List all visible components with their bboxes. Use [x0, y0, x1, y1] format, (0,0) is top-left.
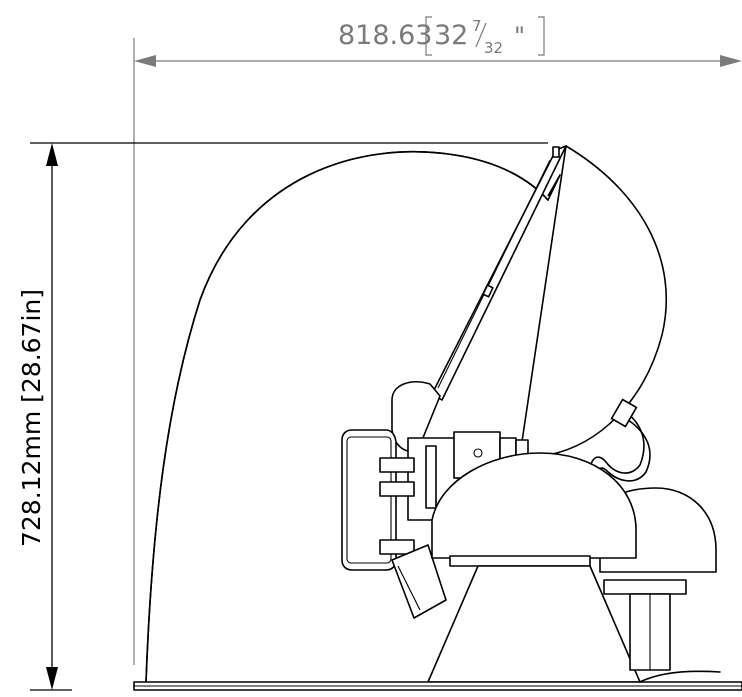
height-arrow-top: [46, 143, 58, 166]
base-plate: [133, 670, 742, 691]
width-fraction-slash: [475, 22, 487, 48]
lnb-connector-a: [379, 457, 415, 473]
main-dome: [431, 452, 637, 559]
feed-bracket: [425, 445, 437, 509]
width-inch-numerator: 7: [472, 17, 482, 35]
width-bracket-right: [538, 16, 545, 56]
lnb-box-lower: [391, 544, 447, 619]
main-dome-collar: [449, 555, 591, 567]
feed-block-screw: [473, 448, 483, 458]
width-inch-mark: ": [514, 22, 525, 50]
width-metric-value: 818.63: [338, 20, 432, 51]
rear-plate: [603, 579, 687, 595]
height-dimension: 728.12mm [28.67in]: [17, 142, 548, 691]
height-arrow-bottom: [46, 667, 58, 690]
width-bracket-left: [425, 16, 432, 56]
lnb-box-lower-edge: [397, 565, 421, 611]
reflector-dish: [431, 145, 667, 456]
dish-back: [519, 145, 667, 456]
width-dimension: 818.63 32 7 32 ": [133, 16, 742, 665]
cable-connector-top: [610, 398, 638, 428]
lnb-connector-c: [379, 539, 415, 555]
dish-rim-inner-line: [437, 159, 551, 389]
dish-rim-clip-top: [552, 146, 560, 158]
width-label: 818.63 32 7 32 ": [338, 16, 545, 57]
lnb-modules: [341, 429, 447, 619]
width-arrow-right: [720, 55, 742, 67]
lnb-box-upper-inner: [346, 436, 392, 564]
width-inch-whole: 32: [434, 20, 468, 51]
width-arrow-left: [134, 55, 156, 67]
radome-outline: [145, 150, 549, 683]
width-inch-denominator: 32: [484, 39, 503, 57]
dish-rim: [431, 145, 567, 401]
pedestal: [427, 452, 717, 683]
height-label: 728.12mm [28.67in]: [17, 289, 46, 547]
lnb-connector-b: [379, 481, 415, 497]
dish-rim-clip-mid: [482, 284, 494, 298]
base-cable-exit: [639, 670, 721, 683]
